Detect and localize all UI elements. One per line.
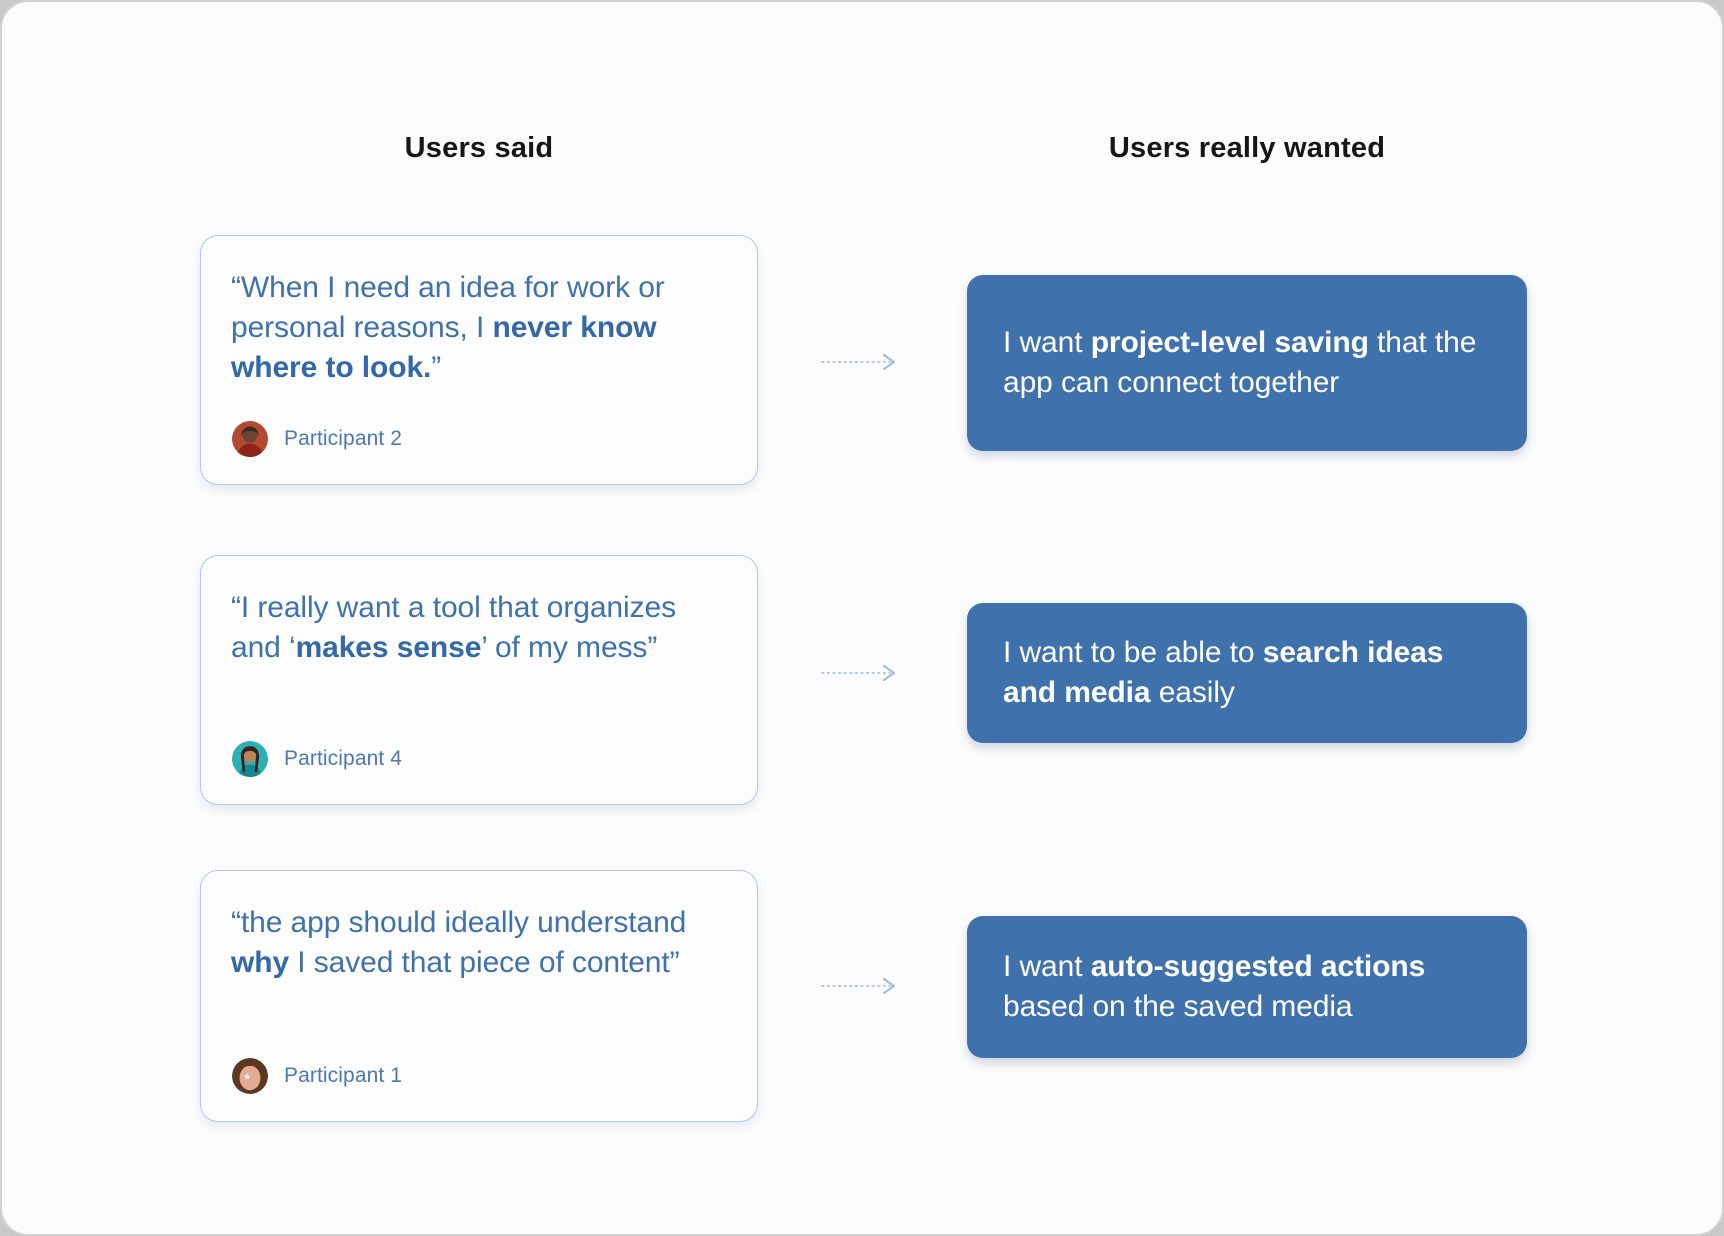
participant-row: Participant 2 xyxy=(231,420,727,458)
quote-pre: “I really want a tool that organizes and… xyxy=(231,591,676,664)
want-bold: auto-suggested actions xyxy=(1090,950,1426,983)
quote-post: ’ of my mess” xyxy=(481,631,658,664)
quote-text: “the app should ideally understand why I… xyxy=(231,903,727,983)
participant-row: Participant 1 xyxy=(231,1057,727,1095)
want-post: based on the saved media xyxy=(1003,990,1353,1023)
participant-1-avatar-icon xyxy=(231,1057,269,1095)
arrow-right-icon xyxy=(820,977,906,995)
want-text: I want auto-suggested actions based on t… xyxy=(1003,947,1491,1027)
participant-4-avatar-icon xyxy=(231,740,269,778)
participant-name: Participant 4 xyxy=(284,747,403,770)
quote-pre: “the app should ideally understand xyxy=(231,906,687,939)
quote-bold: why xyxy=(231,946,290,979)
quote-pre: “When I need an idea for work or persona… xyxy=(231,271,665,344)
participant-2-avatar-icon xyxy=(231,420,269,458)
quote-post: ” xyxy=(431,351,442,384)
want-pre: I want to be able to xyxy=(1003,636,1263,669)
want-post: that the app can connect together xyxy=(1003,326,1477,399)
quote-bold: never know where to look. xyxy=(231,311,657,384)
column-heading-users-really-wanted: Users really wanted xyxy=(1108,132,1386,164)
want-text: I want project-level saving that the app… xyxy=(1003,323,1491,403)
want-card: I want auto-suggested actions based on t… xyxy=(967,916,1527,1058)
want-text: I want to be able to search ideas and me… xyxy=(1003,633,1491,713)
want-card: I want project-level saving that the app… xyxy=(967,275,1527,451)
want-card: I want to be able to search ideas and me… xyxy=(967,603,1527,743)
quote-card: “I really want a tool that organizes and… xyxy=(200,555,758,805)
quote-text: “When I need an idea for work or persona… xyxy=(231,268,727,388)
want-bold: search ideas and media xyxy=(1003,636,1444,709)
arrow-right-icon xyxy=(820,664,906,682)
quote-card: “the app should ideally understand why I… xyxy=(200,870,758,1122)
want-pre: I want xyxy=(1003,326,1091,359)
quote-bold: makes sense xyxy=(295,631,482,664)
participant-name: Participant 2 xyxy=(284,427,403,450)
arrow-right-icon xyxy=(820,353,906,371)
quote-text: “I really want a tool that organizes and… xyxy=(231,588,727,668)
want-post: easily xyxy=(1150,676,1235,709)
quote-post: I saved that piece of content” xyxy=(289,946,680,979)
want-pre: I want xyxy=(1003,950,1091,983)
participant-name: Participant 1 xyxy=(284,1064,403,1087)
participant-row: Participant 4 xyxy=(231,740,727,778)
quote-card: “When I need an idea for work or persona… xyxy=(200,235,758,485)
column-heading-users-said: Users said xyxy=(404,132,554,164)
want-bold: project-level saving xyxy=(1090,326,1369,359)
